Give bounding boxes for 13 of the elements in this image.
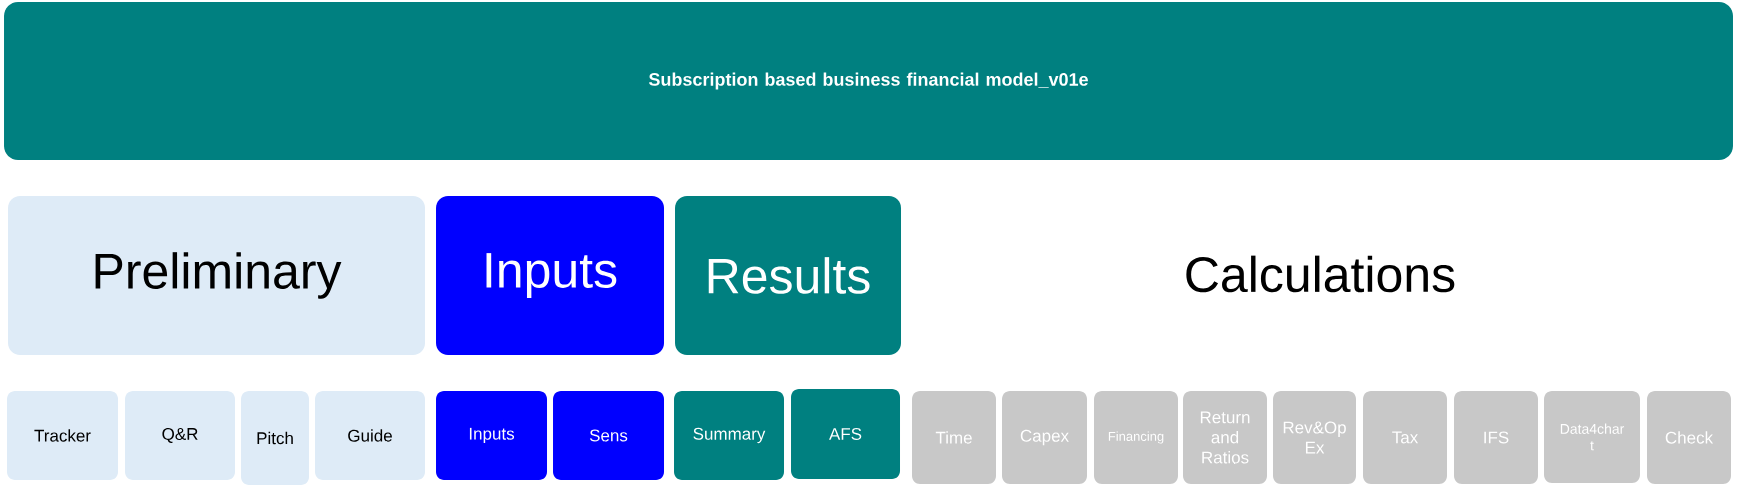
section-box: Results — [675, 196, 901, 355]
section-box: Preliminary — [8, 196, 425, 355]
sheet-box: Pitch — [241, 391, 309, 485]
sheet-box: Inputs — [436, 391, 547, 480]
sheet-box: Sens — [553, 391, 664, 480]
sheet-box: AFS — [791, 389, 900, 479]
sheet-box: Tracker — [7, 391, 118, 480]
sheet-box: Summary — [674, 391, 784, 480]
section-box: Inputs — [436, 196, 664, 355]
sheet-box: Guide — [315, 391, 425, 480]
heading-banner: Subscription based business financial model_v01e — [4, 2, 1733, 160]
section-heading: Calculations — [1186, 255, 1455, 293]
sheet-box: Q&R — [125, 391, 235, 480]
